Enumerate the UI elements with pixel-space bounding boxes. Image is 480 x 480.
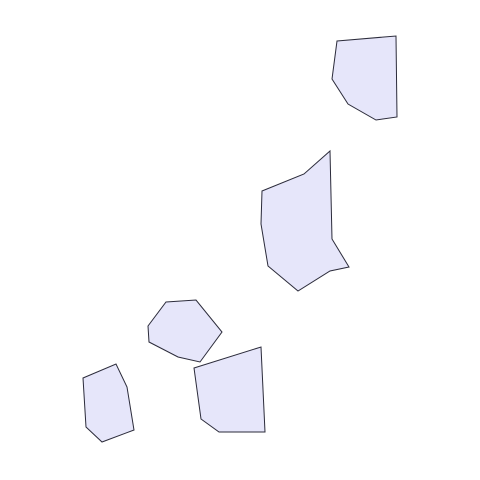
polygon-top-right — [331, 35, 398, 121]
polygon-center-small — [147, 299, 223, 363]
polygon-bottom-left — [82, 363, 135, 443]
polygon-bottom-center — [193, 346, 266, 433]
polygon-middle-right — [260, 149, 350, 292]
